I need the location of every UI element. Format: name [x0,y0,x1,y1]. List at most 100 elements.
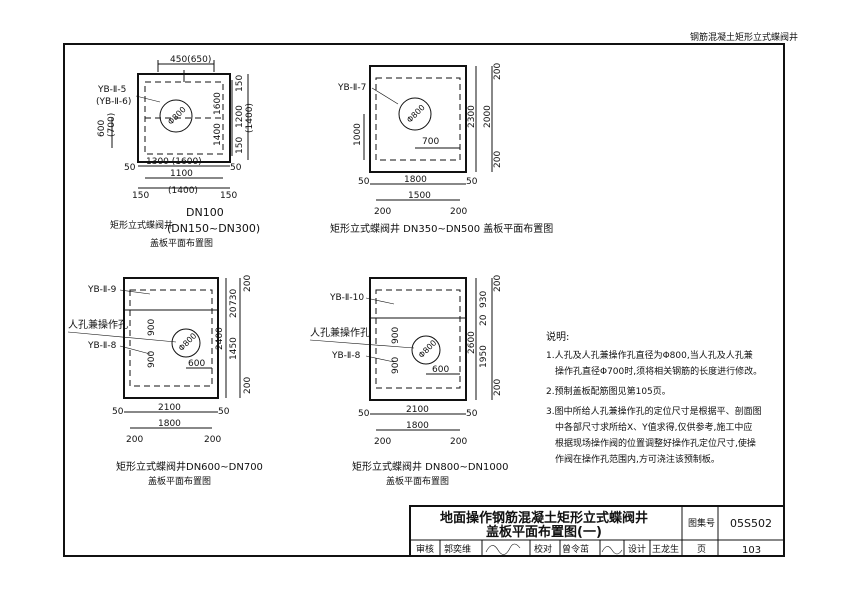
plan-1-dim-150r: 150 [220,191,237,201]
plan-1-tag-a: YB-Ⅱ-5 [97,85,126,95]
plan-1-tag-b: (YB-Ⅱ-6) [96,97,131,107]
atlas-label: 图集号 [688,517,715,529]
plan-4-dim-20: 20 [479,314,489,326]
plan-1-dim-r-1400b: (1400) [245,103,255,133]
plan-3-dim-900b: 900 [147,351,157,368]
plan-1-dim-1400c: (1400) [168,186,198,196]
plan-3-dim-730: 730 [229,289,239,306]
plan-2-dim-50r: 50 [466,177,478,187]
plan-2-manhole [398,97,432,131]
plan-1-dim-r-1200: 1200 [235,105,245,128]
plan-2-dim-2000: 2000 [483,105,493,128]
plan-3-inner [129,289,213,387]
plan-2-outer [369,65,467,173]
plan-2-dim-1800: 1800 [404,175,427,185]
plan-3-dim-1450: 1450 [229,337,239,360]
note-3a: 3.图中所给人孔兼操作孔的定位尺寸是根据平、剖面图 [546,405,762,417]
plan-3-label: 人孔兼操作孔 [68,318,128,331]
plan-1-dim-50r: 50 [230,163,242,173]
plan-1-dim-left-a: 600 [97,120,107,137]
plan-2-dim-200r: 200 [450,207,467,217]
atlas-number: 05S502 [730,517,772,530]
plan-3-dim-50l: 50 [112,407,124,417]
plan-1-dim-top: 450(650) [170,55,211,65]
plan-3-circle-label: Φ800 [177,331,199,353]
plan-3-dim-200b: 200 [243,377,253,394]
plan-3-outer [123,277,219,399]
plan-4-dim-1800: 1800 [406,421,429,431]
title-line-2: 盖板平面布置图(一) [486,524,602,540]
plan-3-tag-b: YB-Ⅱ-8 [87,341,117,351]
plan-3-dim-900a: 900 [147,319,157,336]
plan-3-tag-a: YB-Ⅱ-9 [87,285,117,295]
plan-1-dim-150l: 150 [132,191,149,201]
plan-2-dim-200a: 200 [493,63,503,80]
design-label: 设计 [628,543,646,555]
plan-1-dim-r-1400: 1400 [213,123,223,146]
plan-4-label: 人孔兼操作孔 [310,326,370,339]
title-block: 地面操作钢筋混凝土矩形立式蝶阀井 盖板平面布置图(一) 图集号 05S502 审… [409,505,785,557]
plan-3-dim-200a: 200 [243,275,253,292]
plan-1-manhole [159,99,193,133]
note-1b: 操作孔直径Φ700时,须将相关钢筋的长度进行修改。 [555,365,762,377]
plan-1-caption-dn2: (DN150~DN300) [167,222,260,235]
plan-4-dim-200b: 200 [493,379,503,396]
plan-1-circle-label: Φ800 [166,105,188,127]
plan-4-tag-b: YB-Ⅱ-8 [331,351,361,361]
page-label: 页 [697,544,706,555]
checker-name: 曾令茁 [562,543,589,555]
plan-1-caption-dn1: DN100 [186,206,224,219]
plan-1-dim-r-1600: 1600 [213,92,223,115]
plan-4-outer [369,277,467,401]
title-line-1: 地面操作钢筋混凝土矩形立式蝶阀井 [440,510,648,526]
plan-2-dim-50l: 50 [358,177,370,187]
plan-4-dim-2100: 2100 [406,405,429,415]
plan-1-dim-left-b: (700) [107,113,117,137]
note-3d: 作阀在操作孔范围内,方可浇注该预制板。 [555,453,720,465]
note-2: 2.预制盖板配筋图见第105页。 [546,385,671,397]
plan-2-dim-1500: 1500 [408,191,431,201]
plan-1-caption-b: 盖板平面布置图 [150,237,213,249]
designer-name: 王龙生 [652,543,679,555]
plan-3-manhole [171,328,201,358]
plan-2-dim-200l: 200 [374,207,391,217]
note-3c: 根据现场操作阀的位置调整好操作孔定位尺寸,使操 [555,437,756,449]
review-label: 审核 [416,543,434,555]
plan-4-dim-900b: 900 [391,357,401,374]
plan-3-caption-a: 矩形立式蝶阀井DN600~DN700 [116,460,263,473]
plan-4-dim-930: 930 [479,291,489,308]
plan-4-tag-a: YB-Ⅱ-10 [329,293,364,303]
plan-1-dim-50l: 50 [124,163,136,173]
plan-4-dim-50l: 50 [358,409,370,419]
plan-4-dim-200a: 200 [493,275,503,292]
reviewer-name: 郭奕维 [444,543,471,555]
plan-4-inner [375,289,461,389]
reviewer-signature [485,543,521,555]
plan-3-dim-2100: 2100 [158,403,181,413]
plan-4-dim-900a: 900 [391,327,401,344]
plan-4-dim-2600: 2600 [467,331,477,354]
plan-1-caption-a: 矩形立式蝶阀井 [110,219,173,231]
plan-1: Φ800 450(650) YB-Ⅱ-5 (YB-Ⅱ-6) 600 (700) … [96,55,260,249]
plan-4-dim-50r: 50 [466,409,478,419]
plan-2-inner [375,77,461,161]
plan-3-dim-200l: 200 [126,435,143,445]
plan-4-dim-600: 600 [432,365,449,375]
plan-2-tag: YB-Ⅱ-7 [337,83,366,93]
plan-4-dim-200r: 200 [450,437,467,447]
plan-3-dim-20: 20 [229,306,239,318]
plan-3-dim-600: 600 [188,359,205,369]
plan-4-circle-label: Φ800 [417,338,439,360]
plan-4-manhole [411,335,441,365]
plan-3-dim-2400: 2400 [215,327,225,350]
plan-1-dim-1100: 1100 [170,169,193,179]
notes: 说明: 1.人孔及人孔兼操作孔直径为Φ800,当人孔及人孔兼 操作孔直径Φ700… [546,330,762,465]
plan-2-circle-label: Φ800 [405,103,427,125]
header-title: 钢筋混凝土矩形立式蝶阀井 [690,31,798,43]
check-label: 校对 [534,543,552,555]
plan-4-caption-b: 盖板平面布置图 [386,475,449,487]
plan-4-caption-a: 矩形立式蝶阀井 DN800~DN1000 [352,460,508,473]
notes-heading: 说明: [546,330,569,343]
plan-3: Φ800 YB-Ⅱ-9 人孔兼操作孔 YB-Ⅱ-8 900 900 600 20… [67,275,263,487]
